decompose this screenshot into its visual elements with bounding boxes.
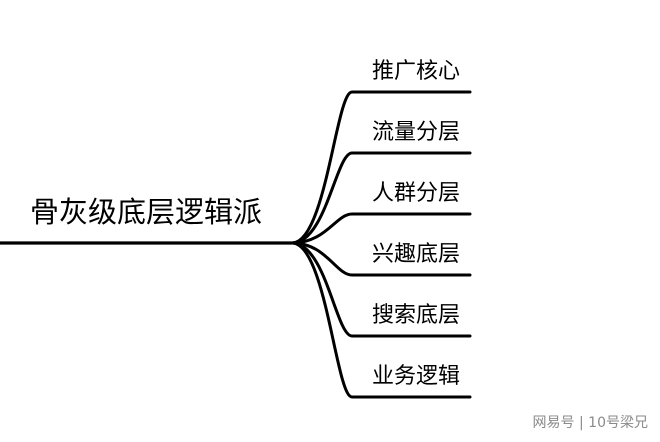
branch-connector (290, 241, 472, 399)
watermark-separator: | (579, 415, 584, 431)
branch-connector (290, 212, 472, 245)
branch-label: 兴趣底层 (372, 242, 460, 267)
branch-label: 业务逻辑 (372, 364, 460, 389)
branch-label: 搜索底层 (372, 303, 460, 328)
watermark: 网易号 | 10号梁兄 (533, 412, 648, 432)
branch-connector (290, 241, 472, 277)
branch-label: 推广核心 (372, 59, 460, 84)
branch-label: 人群分层 (372, 181, 460, 206)
branch-connector (290, 151, 472, 245)
branch-connector (290, 90, 472, 245)
root-node-label: 骨灰级底层逻辑派 (30, 195, 262, 229)
watermark-author: 10号梁兄 (588, 415, 648, 431)
watermark-source: 网易号 (532, 415, 575, 431)
branch-connector (290, 241, 472, 338)
branch-connectors (290, 90, 472, 399)
branch-label: 流量分层 (372, 120, 460, 145)
